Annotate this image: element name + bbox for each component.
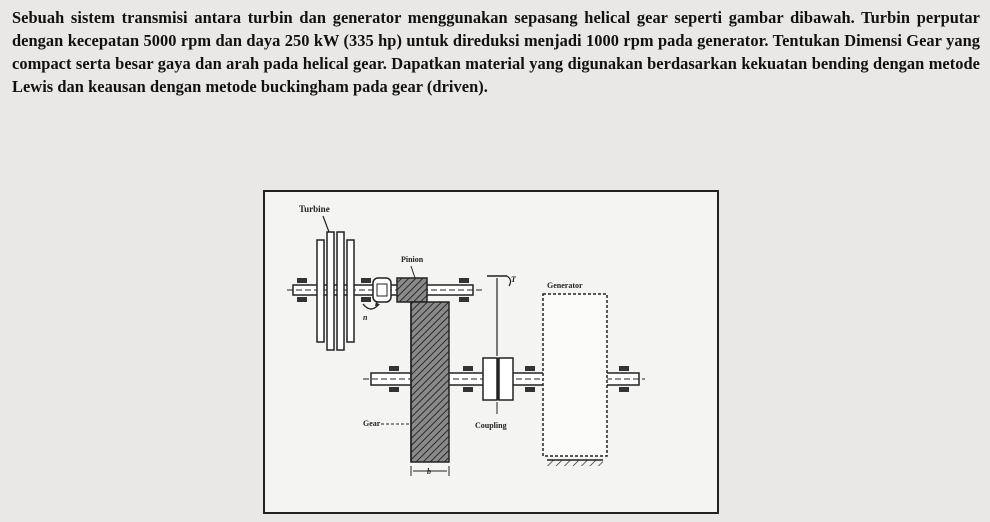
turbine-label: Turbine	[299, 204, 330, 214]
problem-statement: Sebuah sistem transmisi antara turbin da…	[12, 8, 980, 96]
pinion	[396, 277, 428, 303]
face-width-label: b	[427, 467, 431, 476]
pinion-label: Pinion	[401, 255, 424, 264]
gear	[410, 301, 450, 463]
speed-symbol: n	[363, 313, 368, 322]
generator-coupling	[482, 357, 514, 401]
bearings-lower	[389, 366, 629, 392]
coupling-label: Coupling	[475, 421, 507, 430]
generator-label: Generator	[547, 281, 583, 290]
bearings-upper	[297, 278, 469, 302]
gear-system-diagram: Turbine n Pinion G	[263, 190, 719, 514]
turbine-discs	[316, 231, 355, 351]
gear-label: Gear	[363, 419, 381, 428]
generator-ground	[547, 460, 603, 466]
gear-system-figure: Turbine n Pinion G	[263, 190, 719, 514]
torque-symbol: T	[511, 275, 517, 284]
generator	[542, 293, 608, 457]
